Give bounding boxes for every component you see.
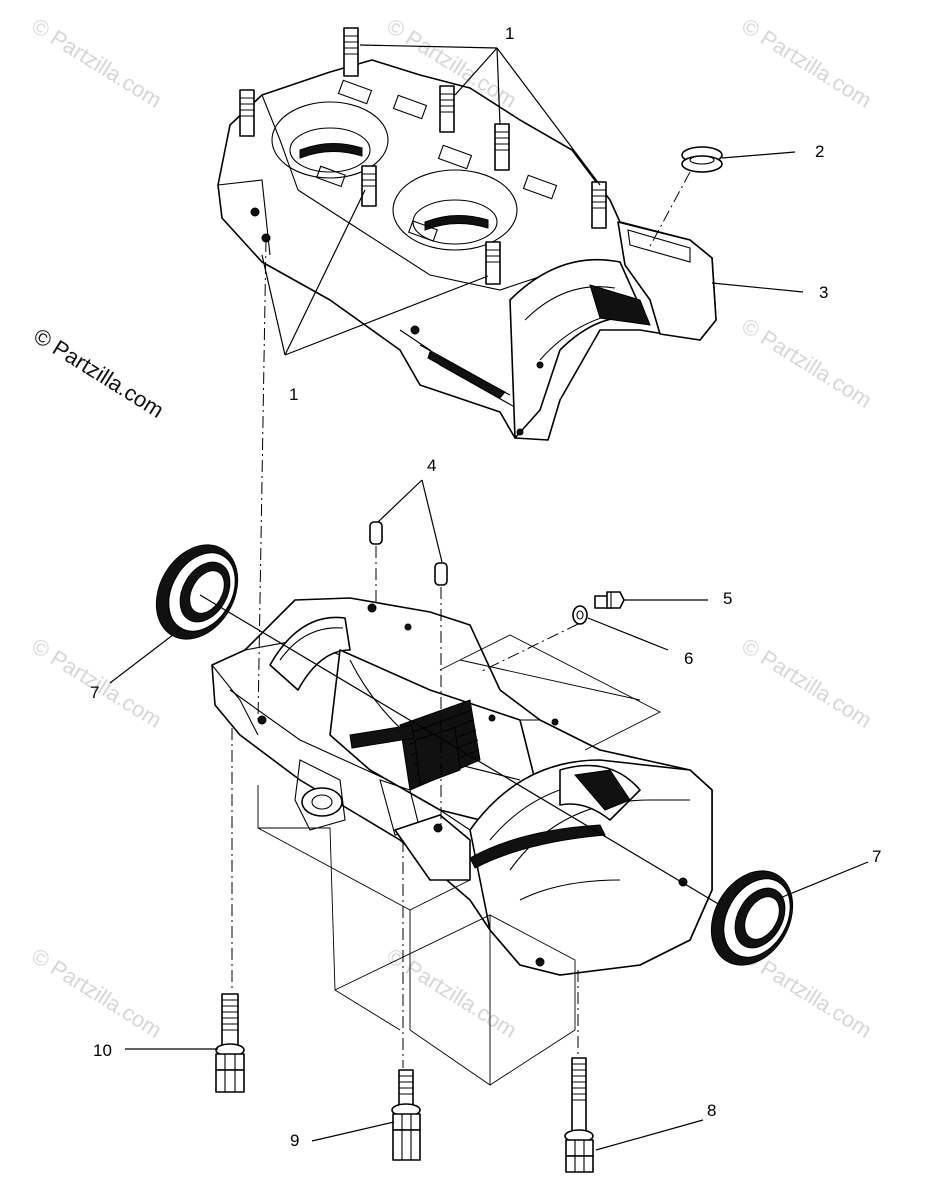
part-6-washer	[479, 605, 588, 673]
lower-crankcase	[211, 597, 713, 976]
phantom-boxes	[257, 634, 661, 1086]
part-2-clip	[647, 146, 723, 251]
watermark-text: © Partzilla.com	[737, 313, 876, 413]
lower-gear-cluster	[399, 699, 481, 791]
part-7-seal-right	[710, 870, 794, 966]
watermark-text: © Partzilla.com	[737, 13, 876, 113]
callout-8: 8	[707, 1101, 716, 1120]
watermark-text: © Partzilla.com	[737, 633, 876, 733]
callout-6: 6	[684, 649, 693, 668]
watermark-text: © Partzilla.com	[27, 943, 166, 1043]
watermark-text: © Partzilla.com	[27, 13, 166, 113]
callout-1-bottom: 1	[289, 385, 298, 404]
callout-3: 3	[819, 283, 828, 302]
cylinder-studs	[239, 27, 607, 285]
crank-axis-line	[199, 594, 721, 906]
alignment-line-left	[257, 239, 267, 721]
callout-7-left: 7	[90, 683, 99, 702]
part-10-bolt	[215, 993, 245, 1093]
watermark-main: © Partzilla.com	[29, 323, 168, 423]
callout-1-top: 1	[505, 24, 514, 43]
callout-5: 5	[723, 589, 732, 608]
part-9-bolt	[391, 1069, 421, 1161]
callout-9: 9	[290, 1131, 299, 1150]
callout-7-right: 7	[872, 847, 881, 866]
upper-crankcase	[217, 27, 717, 441]
callout-labels: 1 2 3 1 4 5 6 7 7 8 9 10	[90, 24, 881, 1150]
callout-4: 4	[427, 456, 436, 475]
leader-lines	[109, 44, 869, 1151]
callout-10: 10	[93, 1041, 112, 1060]
part-4-dowel-pins	[369, 521, 448, 830]
callout-2: 2	[815, 142, 824, 161]
part-5-drain-screw	[594, 591, 625, 609]
part-8-bolt	[564, 1057, 594, 1173]
part-7-seal-left	[155, 544, 239, 640]
